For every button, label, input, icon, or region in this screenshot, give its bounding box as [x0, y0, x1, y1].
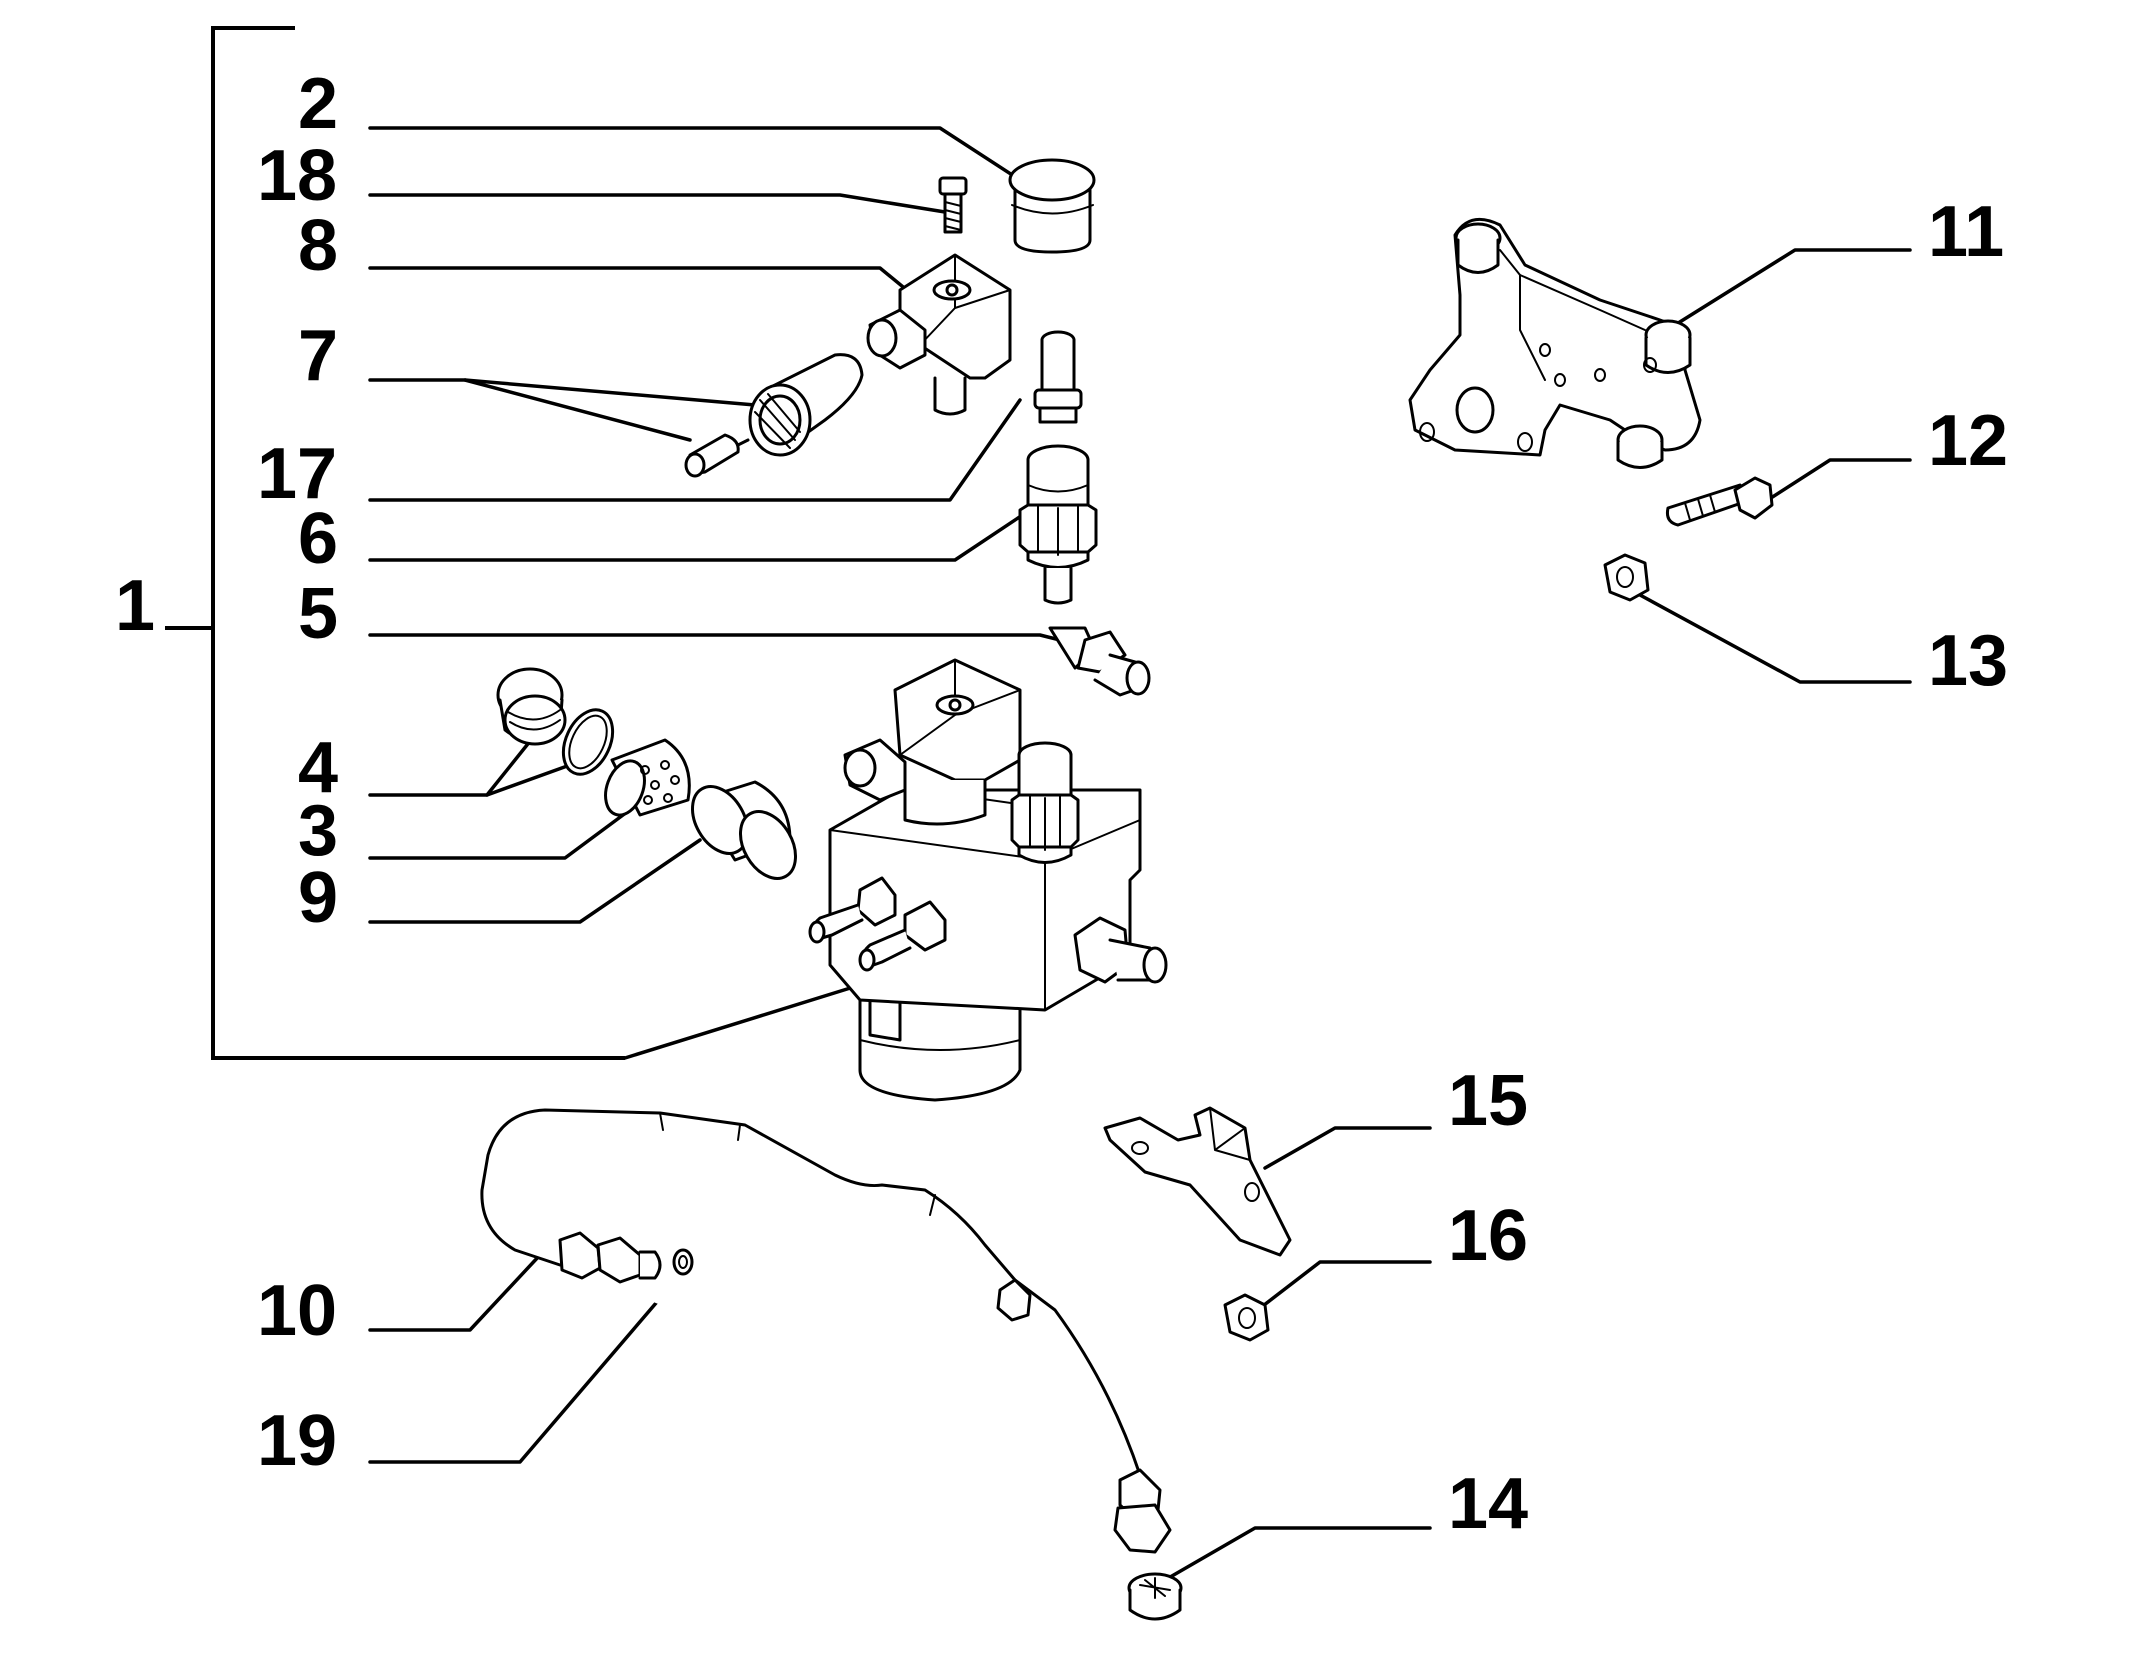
callout-2: 2 — [298, 64, 338, 144]
callout-16: 16 — [1448, 1196, 1528, 1276]
callout-9: 9 — [298, 858, 338, 938]
leader-10 — [368, 1253, 542, 1332]
callout-17: 17 — [257, 434, 337, 514]
callout-18: 18 — [257, 136, 337, 216]
leader-7b — [463, 378, 692, 442]
part-19-washer — [672, 1248, 694, 1276]
part-14-grommet — [1127, 1572, 1183, 1621]
callout-10: 10 — [257, 1271, 337, 1351]
leader-8 — [368, 266, 927, 307]
leader-6 — [368, 508, 1032, 562]
callout-14: 14 — [1448, 1464, 1528, 1544]
part-15-clip — [1103, 1106, 1292, 1257]
callout-11: 11 — [1928, 192, 2004, 272]
part-12-bolt — [1666, 476, 1774, 527]
leader-2 — [368, 126, 1022, 182]
part-6-switch — [1018, 444, 1098, 605]
leader-11 — [1673, 248, 1912, 327]
leader-19 — [368, 1273, 682, 1464]
leader-18 — [368, 193, 947, 214]
assembly-bracket — [165, 26, 625, 1060]
part-13-nut — [1603, 553, 1650, 602]
leader-14 — [1163, 1526, 1432, 1582]
callout-8: 8 — [298, 206, 338, 286]
part-7-fitting — [684, 353, 864, 478]
leader-9 — [368, 838, 702, 924]
leader-13 — [1638, 593, 1912, 684]
leader-16 — [1253, 1260, 1432, 1314]
part-5-nozzle — [1048, 626, 1151, 697]
callout-15: 15 — [1448, 1061, 1528, 1141]
part-2-cap — [1008, 158, 1096, 254]
leader-17 — [368, 398, 1022, 502]
callout-19: 19 — [257, 1401, 337, 1481]
callout-3: 3 — [298, 791, 338, 871]
part-3-filter — [604, 738, 691, 817]
part-11-bracket — [1408, 217, 1702, 469]
leader-12 — [1758, 458, 1912, 507]
callout-1: 1 — [115, 566, 155, 646]
part-1-pump-assembly — [808, 658, 1168, 1102]
callout-12: 12 — [1928, 401, 2008, 481]
callout-5: 5 — [298, 574, 338, 654]
leader-7a — [368, 378, 757, 407]
leader-15 — [1263, 1126, 1432, 1170]
part-18-bolt — [938, 176, 968, 234]
leader-1 — [623, 983, 862, 1060]
part-16-nut — [1223, 1293, 1270, 1342]
part-17-fitting — [1033, 330, 1083, 424]
part-9-sleeve — [691, 780, 797, 880]
part-10-hose — [480, 1108, 1172, 1554]
callout-4: 4 — [298, 728, 338, 808]
leader-4b — [485, 763, 572, 797]
part-4-plug — [496, 667, 615, 776]
part-8-connector — [866, 253, 1012, 416]
callout-6: 6 — [298, 499, 338, 579]
callout-13: 13 — [1928, 621, 2008, 701]
callout-7: 7 — [298, 316, 338, 396]
callout-labels: 1 2 18 8 7 17 6 5 4 3 9 10 19 11 12 13 1… — [115, 64, 2008, 1544]
leader-5 — [368, 633, 1062, 642]
